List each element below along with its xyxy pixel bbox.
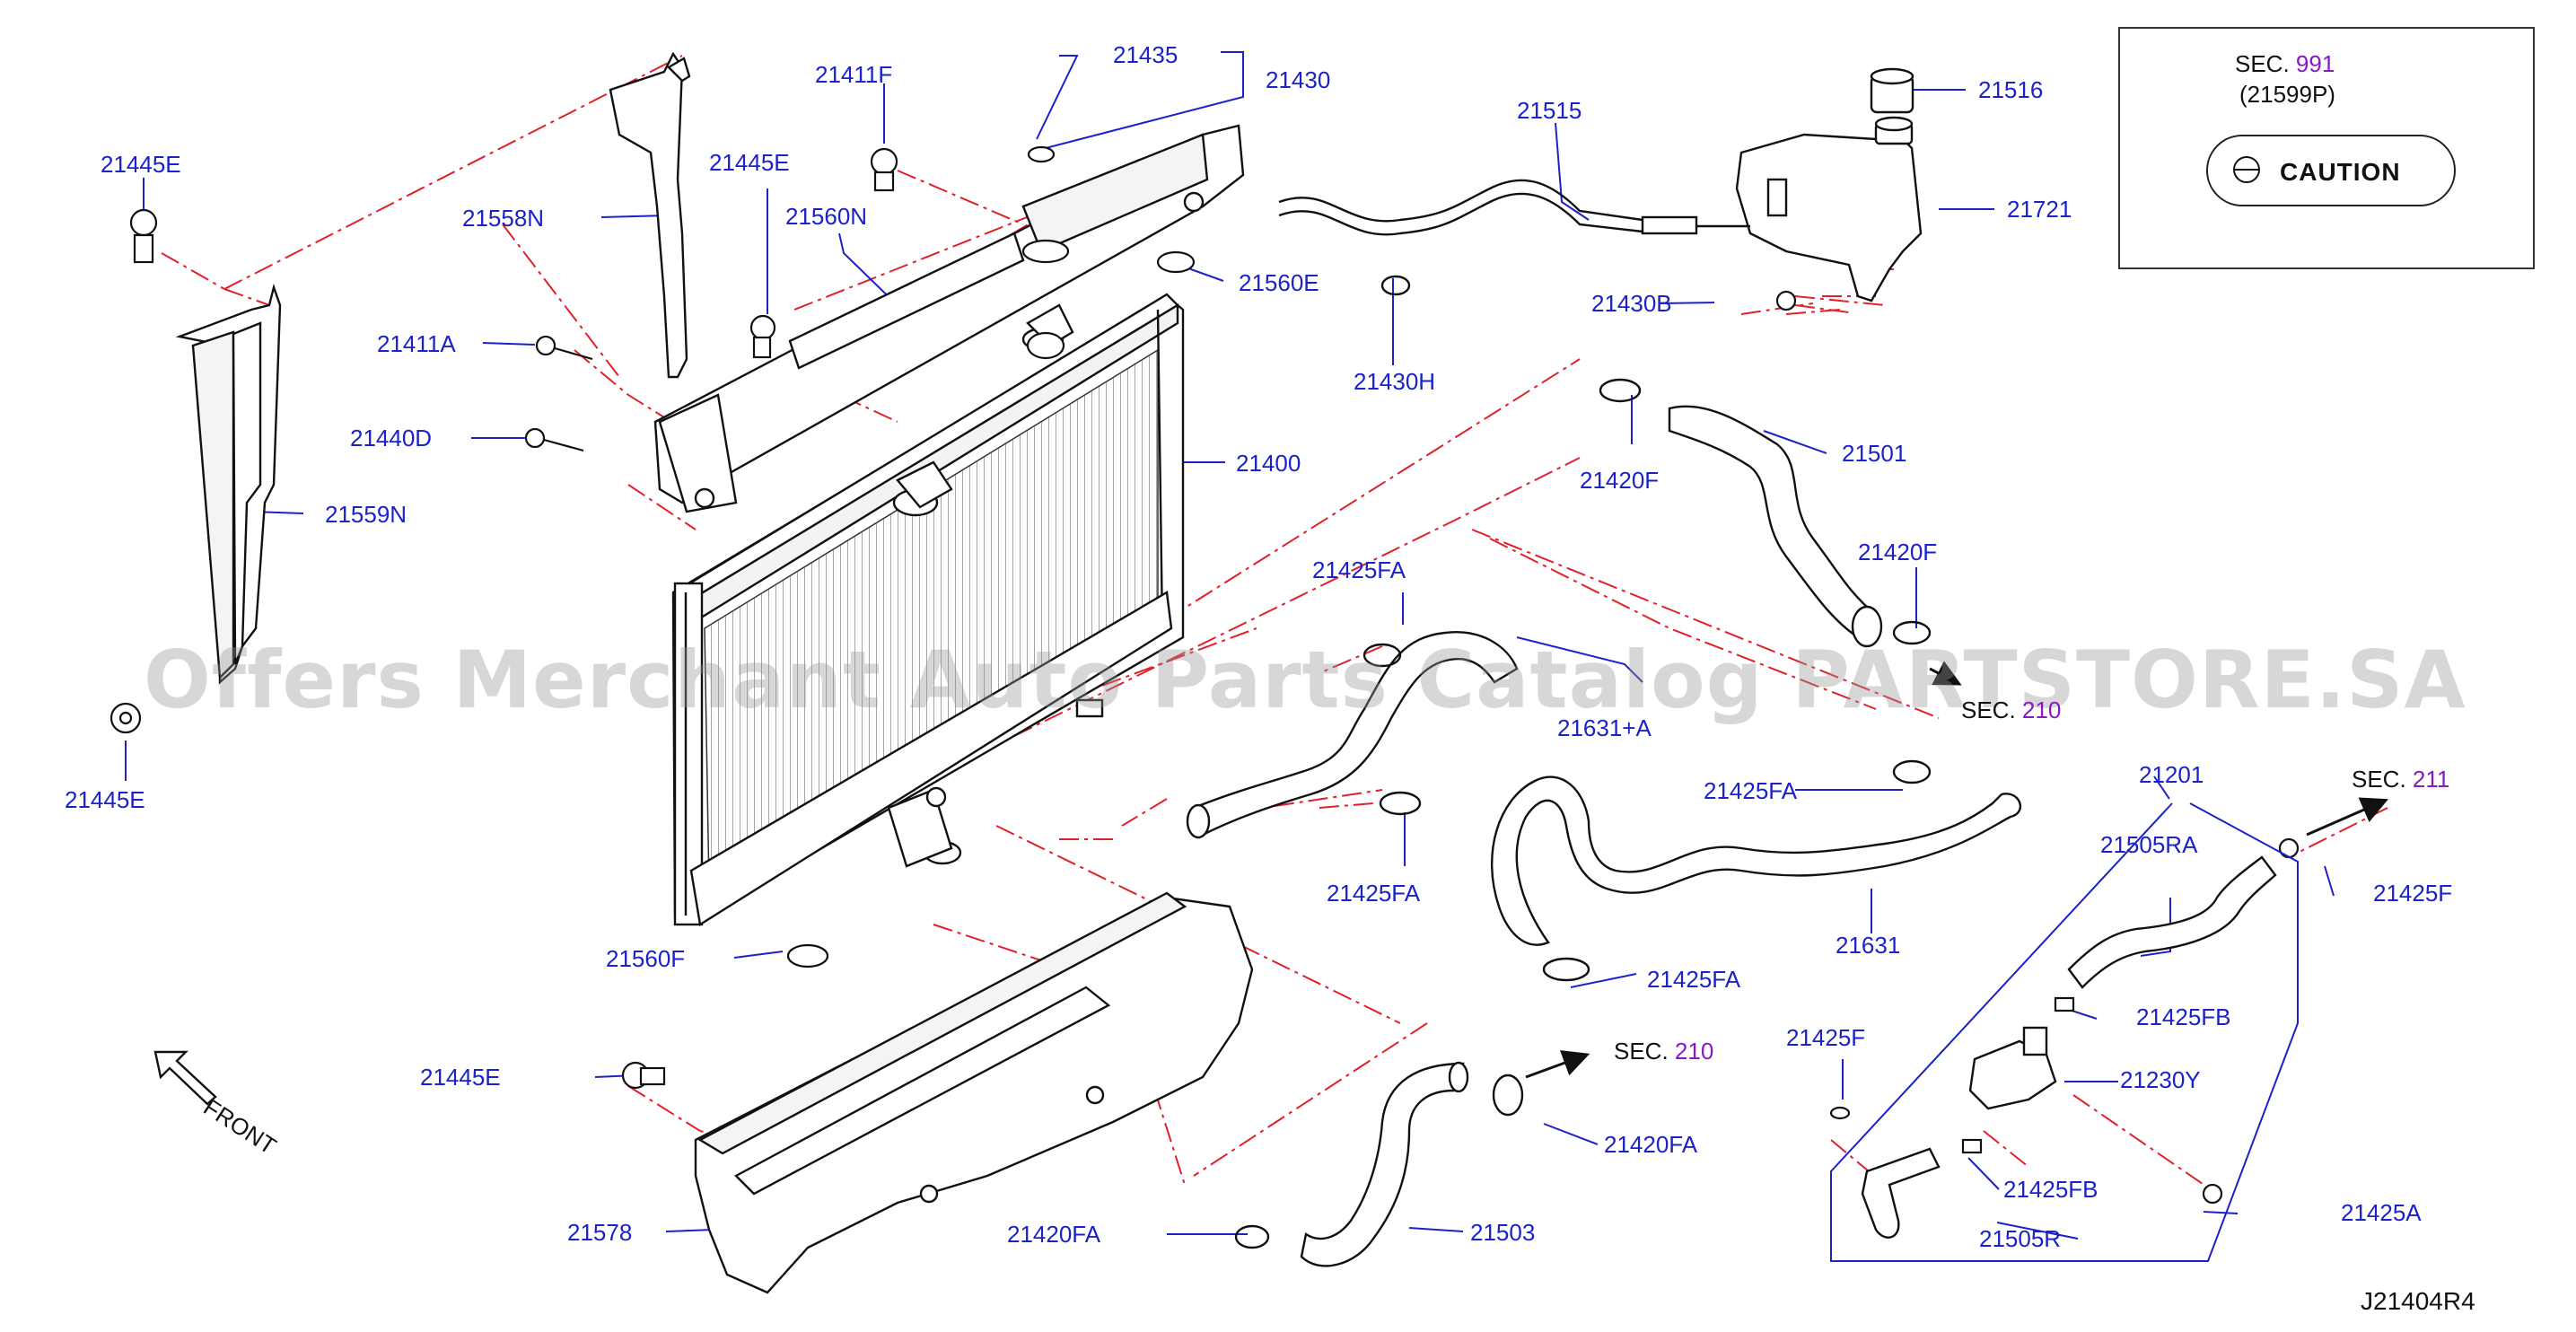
sec-210-ref-a[interactable]: SEC. 210 [1961, 698, 2061, 722]
part-21631[interactable]: 21631 [1836, 932, 1901, 959]
bracket-lines [1830, 802, 2299, 1262]
bracket-21560N [653, 124, 1245, 513]
reservoir-21721 [1735, 116, 1923, 302]
part-21201[interactable]: 21201 [2139, 761, 2204, 788]
hose-21501 [1668, 405, 1883, 648]
front-arrow-icon [153, 1050, 217, 1106]
part-21400[interactable]: 21400 [1236, 450, 1301, 477]
part-21430[interactable]: 21430 [1266, 66, 1331, 93]
sec-211-ref[interactable]: SEC. 211 [2352, 767, 2449, 791]
part-21425FA-b[interactable]: 21425FA [1704, 777, 1798, 804]
part-21440D[interactable]: 21440D [350, 425, 433, 451]
part-21515[interactable]: 21515 [1517, 97, 1582, 124]
part-21425FA-a[interactable]: 21425FA [1312, 556, 1406, 583]
part-21230Y[interactable]: 21230Y [2120, 1066, 2201, 1093]
hose-21631 [1490, 776, 2021, 946]
part-21420FA-a[interactable]: 21420FA [1604, 1131, 1698, 1158]
part-21420F-a[interactable]: 21420F [1580, 467, 1660, 494]
part-21631A[interactable]: 21631+A [1557, 714, 1652, 741]
part-21445E-c[interactable]: 21445E [65, 786, 145, 813]
part-21516[interactable]: 21516 [1978, 76, 2044, 103]
part-21560F[interactable]: 21560F [606, 945, 686, 972]
part-21501[interactable]: 21501 [1842, 440, 1907, 467]
sec-210-ref-b[interactable]: SEC. 210 [1614, 1039, 1713, 1063]
part-21445E-d[interactable]: 21445E [420, 1064, 501, 1091]
air-guide-21559N [175, 283, 282, 685]
part-21445E-b[interactable]: 21445E [709, 149, 790, 176]
hose-21631A [1186, 631, 1519, 839]
part-21425FA-d[interactable]: 21425FA [1647, 966, 1741, 993]
sec-prefix: SEC. [1614, 1038, 1669, 1065]
part-21425F-b[interactable]: 21425F [1786, 1024, 1866, 1051]
sec-prefix: SEC. [2352, 766, 2406, 793]
part-21425FB-b[interactable]: 21425FB [2003, 1176, 2098, 1203]
sec-number: 210 [1674, 1038, 1714, 1065]
sec-number: 211 [2412, 766, 2450, 793]
part-21430H[interactable]: 21430H [1354, 368, 1436, 395]
leader-lines [125, 51, 2335, 1240]
part-21435[interactable]: 21435 [1113, 41, 1178, 68]
caution-text: CAUTION [2280, 158, 2401, 186]
sec-number: 991 [2295, 50, 2335, 77]
sec-prefix: SEC. [1961, 697, 2016, 723]
part-21425FB-a[interactable]: 21425FB [2136, 1003, 2231, 1030]
part-21425F-a[interactable]: 21425F [2373, 880, 2453, 907]
part-21558N[interactable]: 21558N [462, 205, 545, 232]
hose-clamps [1234, 275, 1932, 1249]
part-21445E-a[interactable]: 21445E [101, 151, 181, 178]
diagram-id: J21404R4 [2361, 1287, 2475, 1315]
part-21505R[interactable]: 21505R [1979, 1225, 2062, 1252]
sec-arrows [1525, 661, 2388, 1079]
part-21430B[interactable]: 21430B [1591, 290, 1672, 317]
part-21425FA-c[interactable]: 21425FA [1327, 880, 1421, 907]
part-21560E[interactable]: 21560E [1239, 269, 1319, 296]
part-21578[interactable]: 21578 [567, 1219, 633, 1246]
part-21559N[interactable]: 21559N [325, 501, 407, 528]
part-21411F[interactable]: 21411F [815, 61, 893, 88]
hose-21505R [1861, 1147, 1941, 1239]
sec-prefix: SEC. [2235, 50, 2290, 77]
cap-21516 [1870, 67, 1914, 114]
part-21503[interactable]: 21503 [1470, 1219, 1536, 1246]
valve-21230Y [1968, 1026, 2057, 1110]
hose-21515 [1278, 179, 1750, 236]
radiator-21400 [671, 293, 1185, 926]
cap-icon [2233, 156, 2260, 183]
sec-number: 210 [2021, 697, 2062, 723]
part-21505RA[interactable]: 21505RA [2100, 831, 2198, 858]
part-21411A[interactable]: 21411A [377, 330, 456, 357]
hose-21503 [1300, 1061, 1469, 1267]
sub-part-label: (21599P) [2239, 81, 2335, 108]
part-21560N[interactable]: 21560N [785, 203, 868, 230]
sec-991-box [2118, 27, 2535, 269]
caution-label: CAUTION [2206, 135, 2456, 206]
part-21420F-b[interactable]: 21420F [1858, 539, 1938, 565]
sec-991-label[interactable]: SEC. 991 [2235, 52, 2335, 75]
seal-21558N [609, 51, 691, 379]
air-guide-21578 [694, 891, 1254, 1294]
fasteners [110, 145, 2300, 1205]
part-21420FA-b[interactable]: 21420FA [1007, 1221, 1101, 1248]
hose-21505RA [2067, 855, 2277, 989]
part-21721[interactable]: 21721 [2007, 196, 2072, 223]
part-21425A[interactable]: 21425A [2341, 1199, 2422, 1226]
